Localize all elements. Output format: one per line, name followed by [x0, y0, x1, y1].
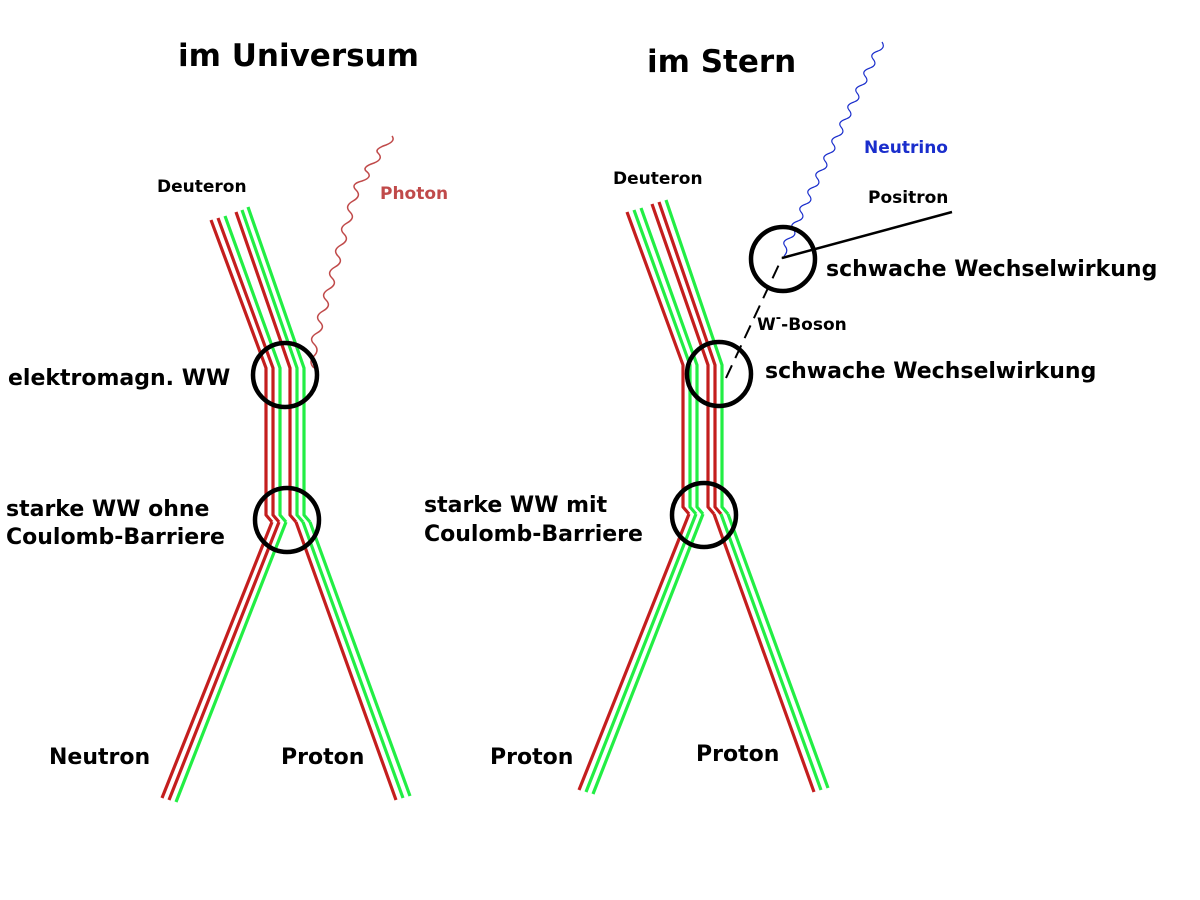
- right-proton-right-quark-1: [712, 513, 816, 793]
- left-neutron-quarks: [160, 521, 288, 803]
- neutrino-label: Neutrino: [864, 138, 948, 158]
- left-quark-line-3: [223, 215, 288, 524]
- w-boson-main: W: [757, 315, 776, 335]
- neutron-quark-line-2: [167, 521, 281, 801]
- right-quark-line-5: [657, 201, 723, 516]
- right-proton-right-label: Proton: [696, 742, 779, 767]
- strong-interaction-label-line1: starke WW ohne: [6, 497, 209, 522]
- neutrino-wave: [783, 41, 884, 257]
- right-proton-left-label: Proton: [490, 745, 573, 770]
- right-strong-label-line1: starke WW mit: [424, 493, 608, 518]
- right-deuteron-quarks: [625, 199, 730, 516]
- left-title: im Universum: [178, 38, 419, 74]
- em-vertex-ring: [250, 340, 320, 410]
- positron-label: Positron: [868, 188, 948, 208]
- right-quark-line-6: [664, 199, 730, 516]
- right-proton-left-quark-2: [584, 513, 698, 793]
- w-boson-suffix: -Boson: [781, 315, 847, 335]
- w-boson-label: W--Boson: [757, 311, 847, 335]
- left-deuteron-label: Deuteron: [157, 177, 247, 197]
- left-proton-quarks: [294, 521, 412, 801]
- neutron-quark-line-1: [160, 521, 274, 799]
- right-quark-line-3: [639, 207, 705, 516]
- left-quark-line-6: [246, 206, 312, 524]
- left-quark-line-5: [240, 209, 305, 524]
- w-boson-superscript: -: [776, 311, 781, 326]
- right-proton-right-quarks: [712, 513, 830, 793]
- weak-vertex-ring-mid: [684, 339, 754, 409]
- left-deuteron-quarks: [209, 206, 312, 524]
- weak-interaction-label-top: schwache Wechselwirkung: [826, 257, 1157, 282]
- left-quark-line-1: [209, 219, 274, 524]
- strong-vertex-ring-left: [252, 485, 322, 555]
- photon-wave: [310, 135, 394, 369]
- proton-quark-line-2: [301, 521, 405, 799]
- proton-quark-line-1: [294, 521, 398, 801]
- right-strong-label-line2: Coulomb-Barriere: [424, 522, 643, 547]
- neutron-label: Neutron: [49, 745, 150, 770]
- right-title: im Stern: [647, 44, 796, 80]
- right-proton-right-quark-3: [726, 513, 830, 789]
- weak-vertex-ring-top: [748, 224, 818, 294]
- em-interaction-label: elektromagn. WW: [8, 366, 230, 391]
- neutron-quark-line-3: [174, 521, 288, 803]
- right-deuteron-label: Deuteron: [613, 169, 703, 189]
- right-diagram: im Stern: [424, 41, 1157, 795]
- right-proton-left-quarks: [577, 513, 705, 795]
- w-boson-line: [725, 257, 783, 379]
- proton-quark-line-3: [308, 521, 412, 797]
- positron-line: [781, 210, 953, 260]
- left-quark-line-4: [234, 211, 298, 524]
- right-quark-line-2: [632, 209, 698, 516]
- strong-interaction-label-line2: Coulomb-Barriere: [6, 525, 225, 550]
- right-quark-line-4: [650, 203, 716, 516]
- right-quark-line-1: [625, 211, 691, 516]
- weak-interaction-label-mid: schwache Wechselwirkung: [765, 359, 1096, 384]
- strong-vertex-ring-right: [669, 480, 739, 550]
- left-diagram: im Universum Deuteron Photo: [6, 38, 448, 803]
- left-quark-line-2: [216, 217, 281, 524]
- right-proton-left-quark-1: [577, 513, 691, 791]
- photon-label: Photon: [380, 184, 448, 204]
- left-proton-label: Proton: [281, 745, 364, 770]
- right-proton-left-quark-3: [591, 513, 705, 795]
- right-proton-right-quark-2: [719, 513, 823, 791]
